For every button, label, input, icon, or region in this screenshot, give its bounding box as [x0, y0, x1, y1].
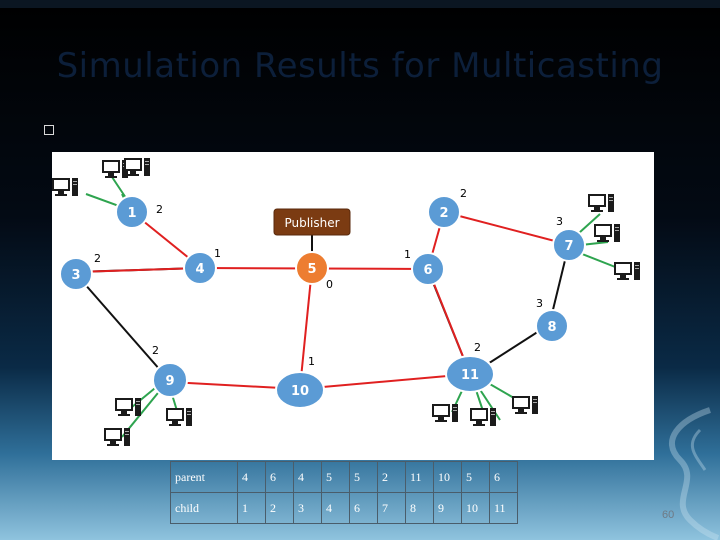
- node-5-label: 5: [307, 262, 316, 277]
- node-11: [445, 355, 495, 393]
- node-4-label: 4: [195, 262, 204, 277]
- child-cell: 11: [489, 492, 518, 524]
- child-cell: 3: [293, 492, 322, 524]
- node-10-label: 10: [291, 384, 309, 399]
- node-10: [275, 371, 325, 409]
- bullet-marker: [44, 125, 54, 135]
- slide-title: Simulation Results for Multicasting: [56, 46, 664, 86]
- hop-label-node4: 1: [214, 247, 221, 260]
- network-diagram-svg: Publisher 1 2 3 4 5 6 7 8 9 10 11: [52, 158, 640, 446]
- hop-label-node11: 2: [474, 341, 481, 354]
- hop-label-node10: 1: [308, 355, 315, 368]
- parent-cell: 10: [433, 461, 462, 493]
- hop-label-node5: 0: [326, 278, 333, 291]
- hop-label-node6: 1: [404, 248, 411, 261]
- parent-cell: 6: [265, 461, 294, 493]
- row-label-child: child: [170, 492, 238, 524]
- table-row: child 1 2 3 4 6 7 8 9 10 11: [170, 492, 518, 524]
- node-3-label: 3: [71, 268, 80, 283]
- child-cell: 6: [349, 492, 378, 524]
- child-cell: 9: [433, 492, 462, 524]
- page-number: 60: [662, 509, 675, 521]
- child-cell: 1: [237, 492, 266, 524]
- parent-cell: 4: [293, 461, 322, 493]
- node-6-label: 6: [423, 263, 432, 278]
- child-cell: 10: [461, 492, 490, 524]
- node-9: [152, 362, 188, 398]
- parent-cell: 5: [321, 461, 350, 493]
- child-cell: 8: [405, 492, 434, 524]
- top-bar: [0, 0, 720, 8]
- row-label-parent: parent: [170, 461, 238, 493]
- hop-label-node8: 3: [536, 297, 543, 310]
- node-2-label: 2: [439, 206, 448, 221]
- hop-label-node7: 3: [556, 215, 563, 228]
- node-9-label: 9: [165, 374, 174, 389]
- node-11-label: 11: [461, 368, 479, 383]
- hop-label-node9: 2: [152, 344, 159, 357]
- node-8: [535, 309, 569, 343]
- node-7-label: 7: [564, 239, 573, 254]
- parent-cell: 6: [489, 461, 518, 493]
- parent-cell: 2: [377, 461, 406, 493]
- parent-cell: 11: [405, 461, 434, 493]
- node-3: [59, 257, 93, 291]
- node-1: [115, 195, 149, 229]
- hop-label-node3: 2: [94, 252, 101, 265]
- hop-label-node1: 2: [156, 203, 163, 216]
- parent-cell: 4: [237, 461, 266, 493]
- node-5: [295, 251, 329, 285]
- publisher-box: [273, 208, 351, 236]
- table-row: parent 4 6 4 5 5 2 11 10 5 6: [170, 461, 518, 493]
- node-7: [552, 228, 586, 262]
- node-1-label: 1: [127, 206, 136, 221]
- node-8-label: 8: [547, 320, 556, 335]
- parent-cell: 5: [461, 461, 490, 493]
- child-cell: 7: [377, 492, 406, 524]
- child-cell: 4: [321, 492, 350, 524]
- hop-label-node2: 2: [460, 187, 467, 200]
- hop-labels: 2 2 2 1 0 1 3 3 2 1 2: [94, 187, 563, 368]
- parent-cell: 5: [349, 461, 378, 493]
- network-nodes: 1 2 3 4 5 6 7 8 9 10 11: [59, 195, 586, 409]
- node-4: [183, 251, 217, 285]
- node-2: [427, 195, 461, 229]
- node-6: [411, 252, 445, 286]
- multicast-tree-links: [75, 211, 571, 390]
- dragon-decoration: [669, 407, 720, 540]
- multicast-tree-table: parent 4 6 4 5 5 2 11 10 5 6 child 1 2 3…: [170, 461, 518, 524]
- child-cell: 2: [265, 492, 294, 524]
- publisher-label: Publisher: [284, 216, 339, 230]
- network-diagram: Publisher 1 2 3 4 5 6 7 8 9 10 11: [52, 152, 654, 460]
